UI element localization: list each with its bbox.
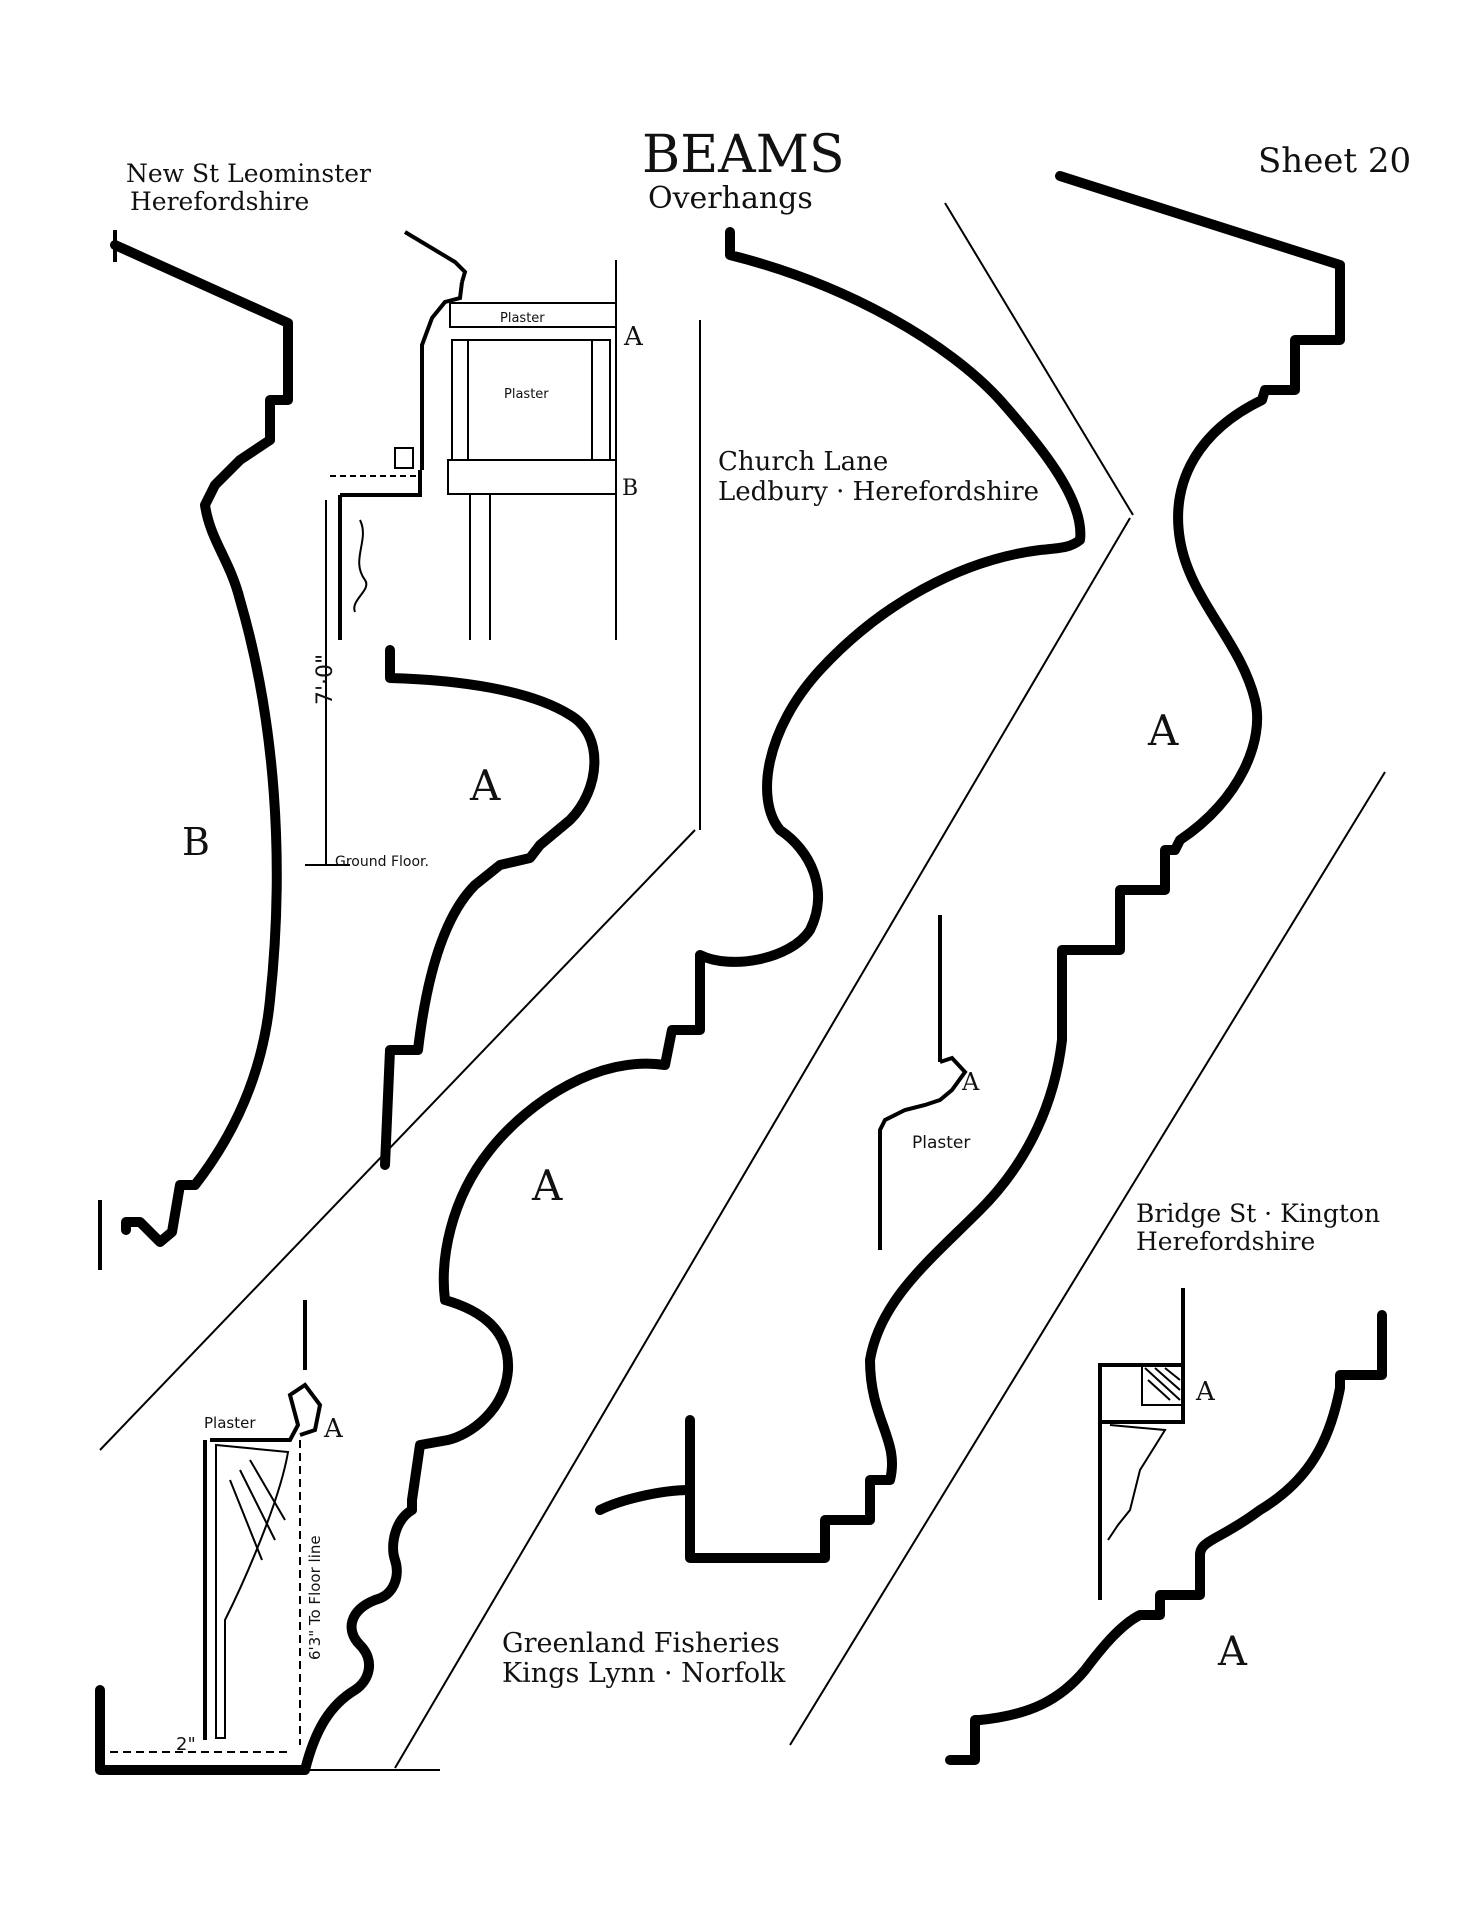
floor-line-dimension: 6'3" To Floor line: [306, 1535, 324, 1660]
label-b-leominster: B: [182, 820, 210, 864]
plaster-label-center: Plaster: [504, 387, 549, 402]
label-a-ledbury: A: [531, 1161, 563, 1210]
sheet-subtitle: Overhangs: [648, 181, 813, 216]
churchlane-a-mark: A: [961, 1068, 980, 1096]
kingslynn-label-1: Greenland Fisheries: [502, 1628, 780, 1659]
profile-a-kingslynn: [95, 1495, 417, 1775]
kington-a-mark: A: [1195, 1377, 1216, 1407]
leominster-section-sketch: Plaster Plaster A B 7'·0" Ground Floor.: [305, 230, 644, 870]
plaster-label-top: Plaster: [500, 311, 545, 326]
divider-line-4: [944, 202, 1134, 516]
sheet-number: Sheet 20: [1258, 141, 1411, 181]
ledbury-label-1: Church Lane: [718, 447, 888, 477]
kingslynn-label-2: Kings Lynn · Norfolk: [502, 1658, 786, 1689]
leominster-b-mark: B: [622, 476, 638, 501]
height-dimension: 7'·0": [313, 654, 338, 705]
plaster-label-churchlane: Plaster: [912, 1133, 970, 1153]
profile-a-ledbury: [407, 227, 1086, 1505]
width-dimension: 2": [176, 1734, 196, 1755]
plaster-label-kingslynn: Plaster: [204, 1414, 256, 1432]
leominster-a-mark: A: [623, 322, 644, 352]
sheet-title: BEAMS: [642, 125, 845, 185]
profile-a-kington: [945, 1310, 1387, 1765]
kington-label-2: Herefordshire: [1136, 1227, 1315, 1256]
label-a-churchlane: A: [1147, 706, 1179, 755]
churchlane-section-sketch: A Plaster: [878, 915, 980, 1250]
profile-a-churchlane: [685, 171, 1345, 1563]
label-a-kington-lower: A: [1217, 1629, 1248, 1675]
divider-line-2: [394, 517, 1131, 1769]
kington-section-sketch: A: [1098, 1288, 1216, 1600]
leominster-label-1: New St Leominster: [126, 159, 371, 188]
churchlane-end-left: [595, 1485, 695, 1525]
label-a-leominster: A: [469, 761, 501, 810]
leominster-label-2: Herefordshire: [130, 187, 309, 216]
divider-line-3: [789, 771, 1386, 1746]
kington-label-1: Bridge St · Kington: [1136, 1199, 1380, 1228]
ledbury-label-2: Ledbury · Herefordshire: [718, 477, 1039, 507]
profile-b-leominster: [110, 240, 293, 1247]
kingslynn-section-sketch: Plaster A 6'3" To Floor line 2": [110, 1300, 344, 1755]
kingslynn-a-mark: A: [323, 1414, 344, 1444]
ground-floor-label: Ground Floor.: [335, 854, 429, 870]
profile-a-leominster: [380, 645, 600, 1170]
divider-line-1: [99, 829, 696, 1451]
